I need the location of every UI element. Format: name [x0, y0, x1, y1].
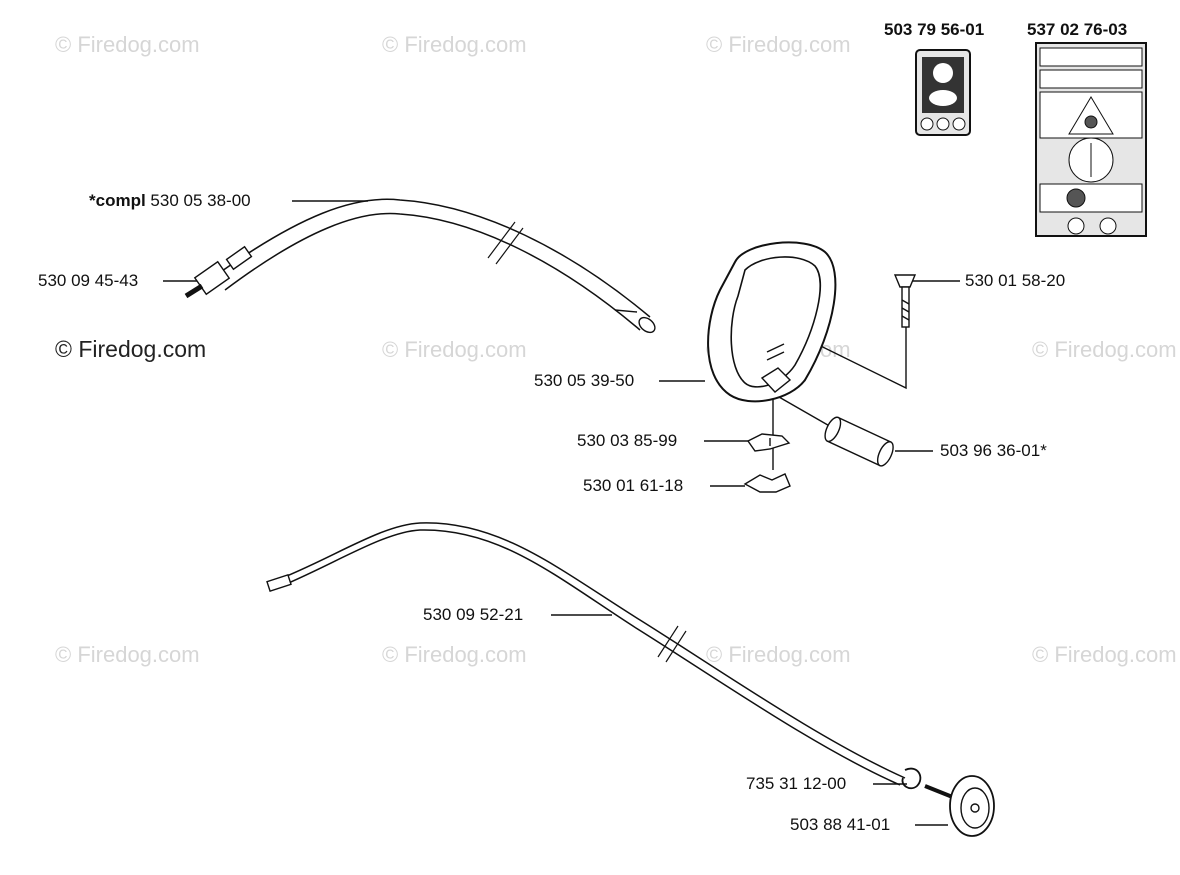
- wing-nut: [743, 473, 791, 493]
- watermark: © Firedog.com: [382, 32, 527, 57]
- watermark: © Firedog.com: [1032, 642, 1177, 667]
- tube-part-number: 530 05 38-00: [150, 191, 251, 210]
- decal-warning-small: [915, 49, 971, 136]
- watermark: © Firedog.com: [55, 32, 200, 57]
- bracket-part-number: 530 03 85-99: [577, 431, 678, 450]
- sleeve: [824, 416, 894, 467]
- circlip: [901, 767, 922, 790]
- decal-a-part-number: 503 79 56-01: [884, 20, 985, 39]
- tube-edge: [224, 212, 641, 331]
- handle-part-number: 530 05 39-50: [534, 371, 635, 390]
- watermark: © Firedog.com: [706, 32, 851, 57]
- bracket: [746, 433, 791, 452]
- watermark: © Firedog.com: [55, 642, 200, 667]
- sleeve-part-number: 503 96 36-01*: [940, 441, 1047, 460]
- watermark: © Firedog.com: [382, 642, 527, 667]
- wingnut-part-number: 530 01 61-18: [583, 476, 684, 495]
- drive-shaft: [271, 522, 906, 779]
- nipple-part-number: 530 09 45-43: [38, 271, 139, 290]
- watermark: © Firedog.com: [1032, 337, 1177, 362]
- tube-prefix: *compl: [89, 191, 146, 210]
- bolt: [893, 274, 917, 288]
- bolt-part-number: 530 01 58-20: [965, 271, 1066, 290]
- tube-label: *compl 530 05 38-00: [89, 191, 251, 211]
- shaft-part-number: 530 09 52-21: [423, 605, 524, 624]
- tube-edge: [214, 198, 651, 318]
- watermark: © Firedog.com: [706, 642, 851, 667]
- decal-warning-tall: [1035, 42, 1147, 237]
- watermark-dark: © Firedog.com: [55, 336, 207, 362]
- tube-end: [638, 316, 656, 334]
- decal-b-part-number: 537 02 76-03: [1027, 20, 1128, 39]
- drum-shaft: [924, 784, 956, 800]
- circlip-part-number: 735 31 12-00: [746, 774, 847, 793]
- drum-part-number: 503 88 41-01: [790, 815, 891, 834]
- watermark: © Firedog.com: [382, 337, 527, 362]
